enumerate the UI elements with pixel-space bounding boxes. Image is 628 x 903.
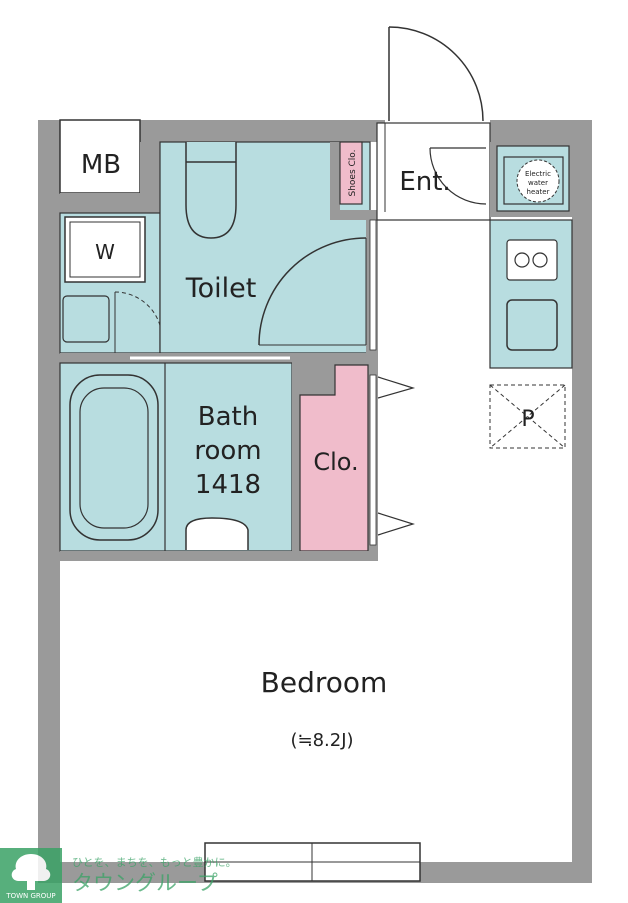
tree-icon xyxy=(11,854,51,890)
watermark-tagline: ひとを、まちを、もっと豊かに。 xyxy=(72,856,237,869)
sink xyxy=(506,299,558,351)
bedroom-label: Bedroom xyxy=(261,666,388,699)
water-heater-icon xyxy=(516,159,560,203)
bathroom-label-1: Bath xyxy=(198,402,258,432)
toilet-bowl xyxy=(185,142,237,239)
bath-basin xyxy=(185,517,249,550)
bathroom-label-2: room xyxy=(194,436,261,466)
washer-label: W xyxy=(95,240,115,264)
mb-box xyxy=(59,119,141,194)
bedroom-size-label: (≒8.2J) xyxy=(290,730,353,751)
water-heater-label-3: heater xyxy=(527,188,550,196)
toilet-label: Toilet xyxy=(185,273,257,304)
mb-label: MB xyxy=(81,150,121,180)
shoes-closet-label: Shoes Clo. xyxy=(348,149,358,196)
washbasin xyxy=(62,295,110,343)
water-heater-label-1: Electric xyxy=(525,170,551,178)
parking-label: P xyxy=(521,407,534,432)
logo-caption: TOWN GROUP xyxy=(5,892,55,900)
water-heater-label-2: water xyxy=(528,179,548,187)
shoes-closet xyxy=(339,141,363,205)
entrance-label: Ent. xyxy=(399,167,450,197)
town-group-logo xyxy=(0,848,62,903)
bathroom-label-3: 1418 xyxy=(195,470,261,500)
stove xyxy=(506,239,558,281)
watermark-company: タウングループ xyxy=(72,871,218,895)
closet-label: Clo. xyxy=(313,448,358,476)
